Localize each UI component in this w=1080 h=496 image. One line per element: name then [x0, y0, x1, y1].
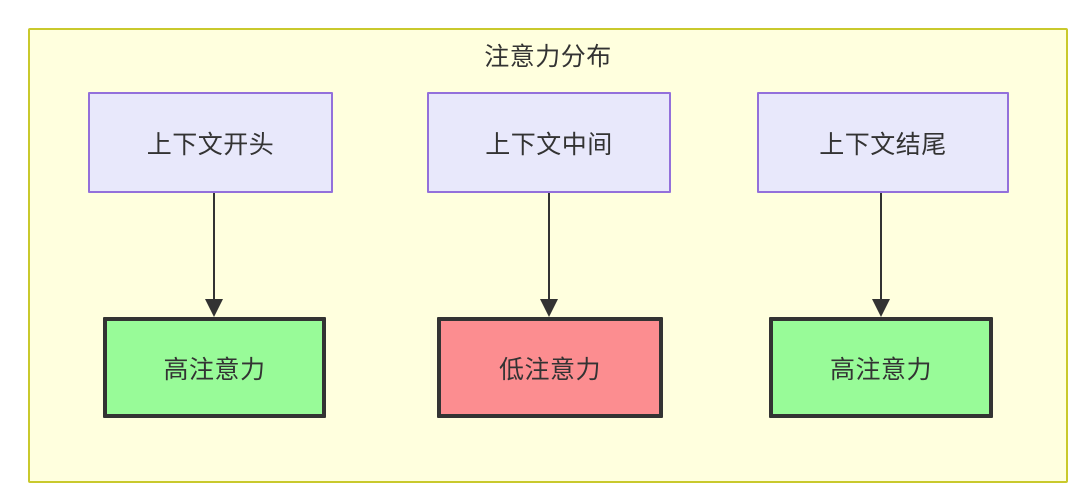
- node-label: 高注意力: [163, 355, 266, 384]
- node-label: 高注意力: [829, 355, 932, 384]
- node-label: 上下文中间: [485, 130, 613, 159]
- node-context-start[interactable]: 上下文开头: [88, 92, 333, 193]
- node-label: 上下文结尾: [819, 130, 947, 159]
- diagram-title: 注意力分布: [484, 43, 612, 71]
- node-label: 低注意力: [498, 355, 601, 384]
- node-attention-end[interactable]: 高注意力: [769, 317, 993, 418]
- node-context-middle[interactable]: 上下文中间: [427, 92, 671, 193]
- node-attention-start[interactable]: 高注意力: [103, 317, 326, 418]
- node-attention-middle[interactable]: 低注意力: [437, 317, 663, 418]
- node-context-end[interactable]: 上下文结尾: [757, 92, 1009, 193]
- node-label: 上下文开头: [146, 130, 275, 159]
